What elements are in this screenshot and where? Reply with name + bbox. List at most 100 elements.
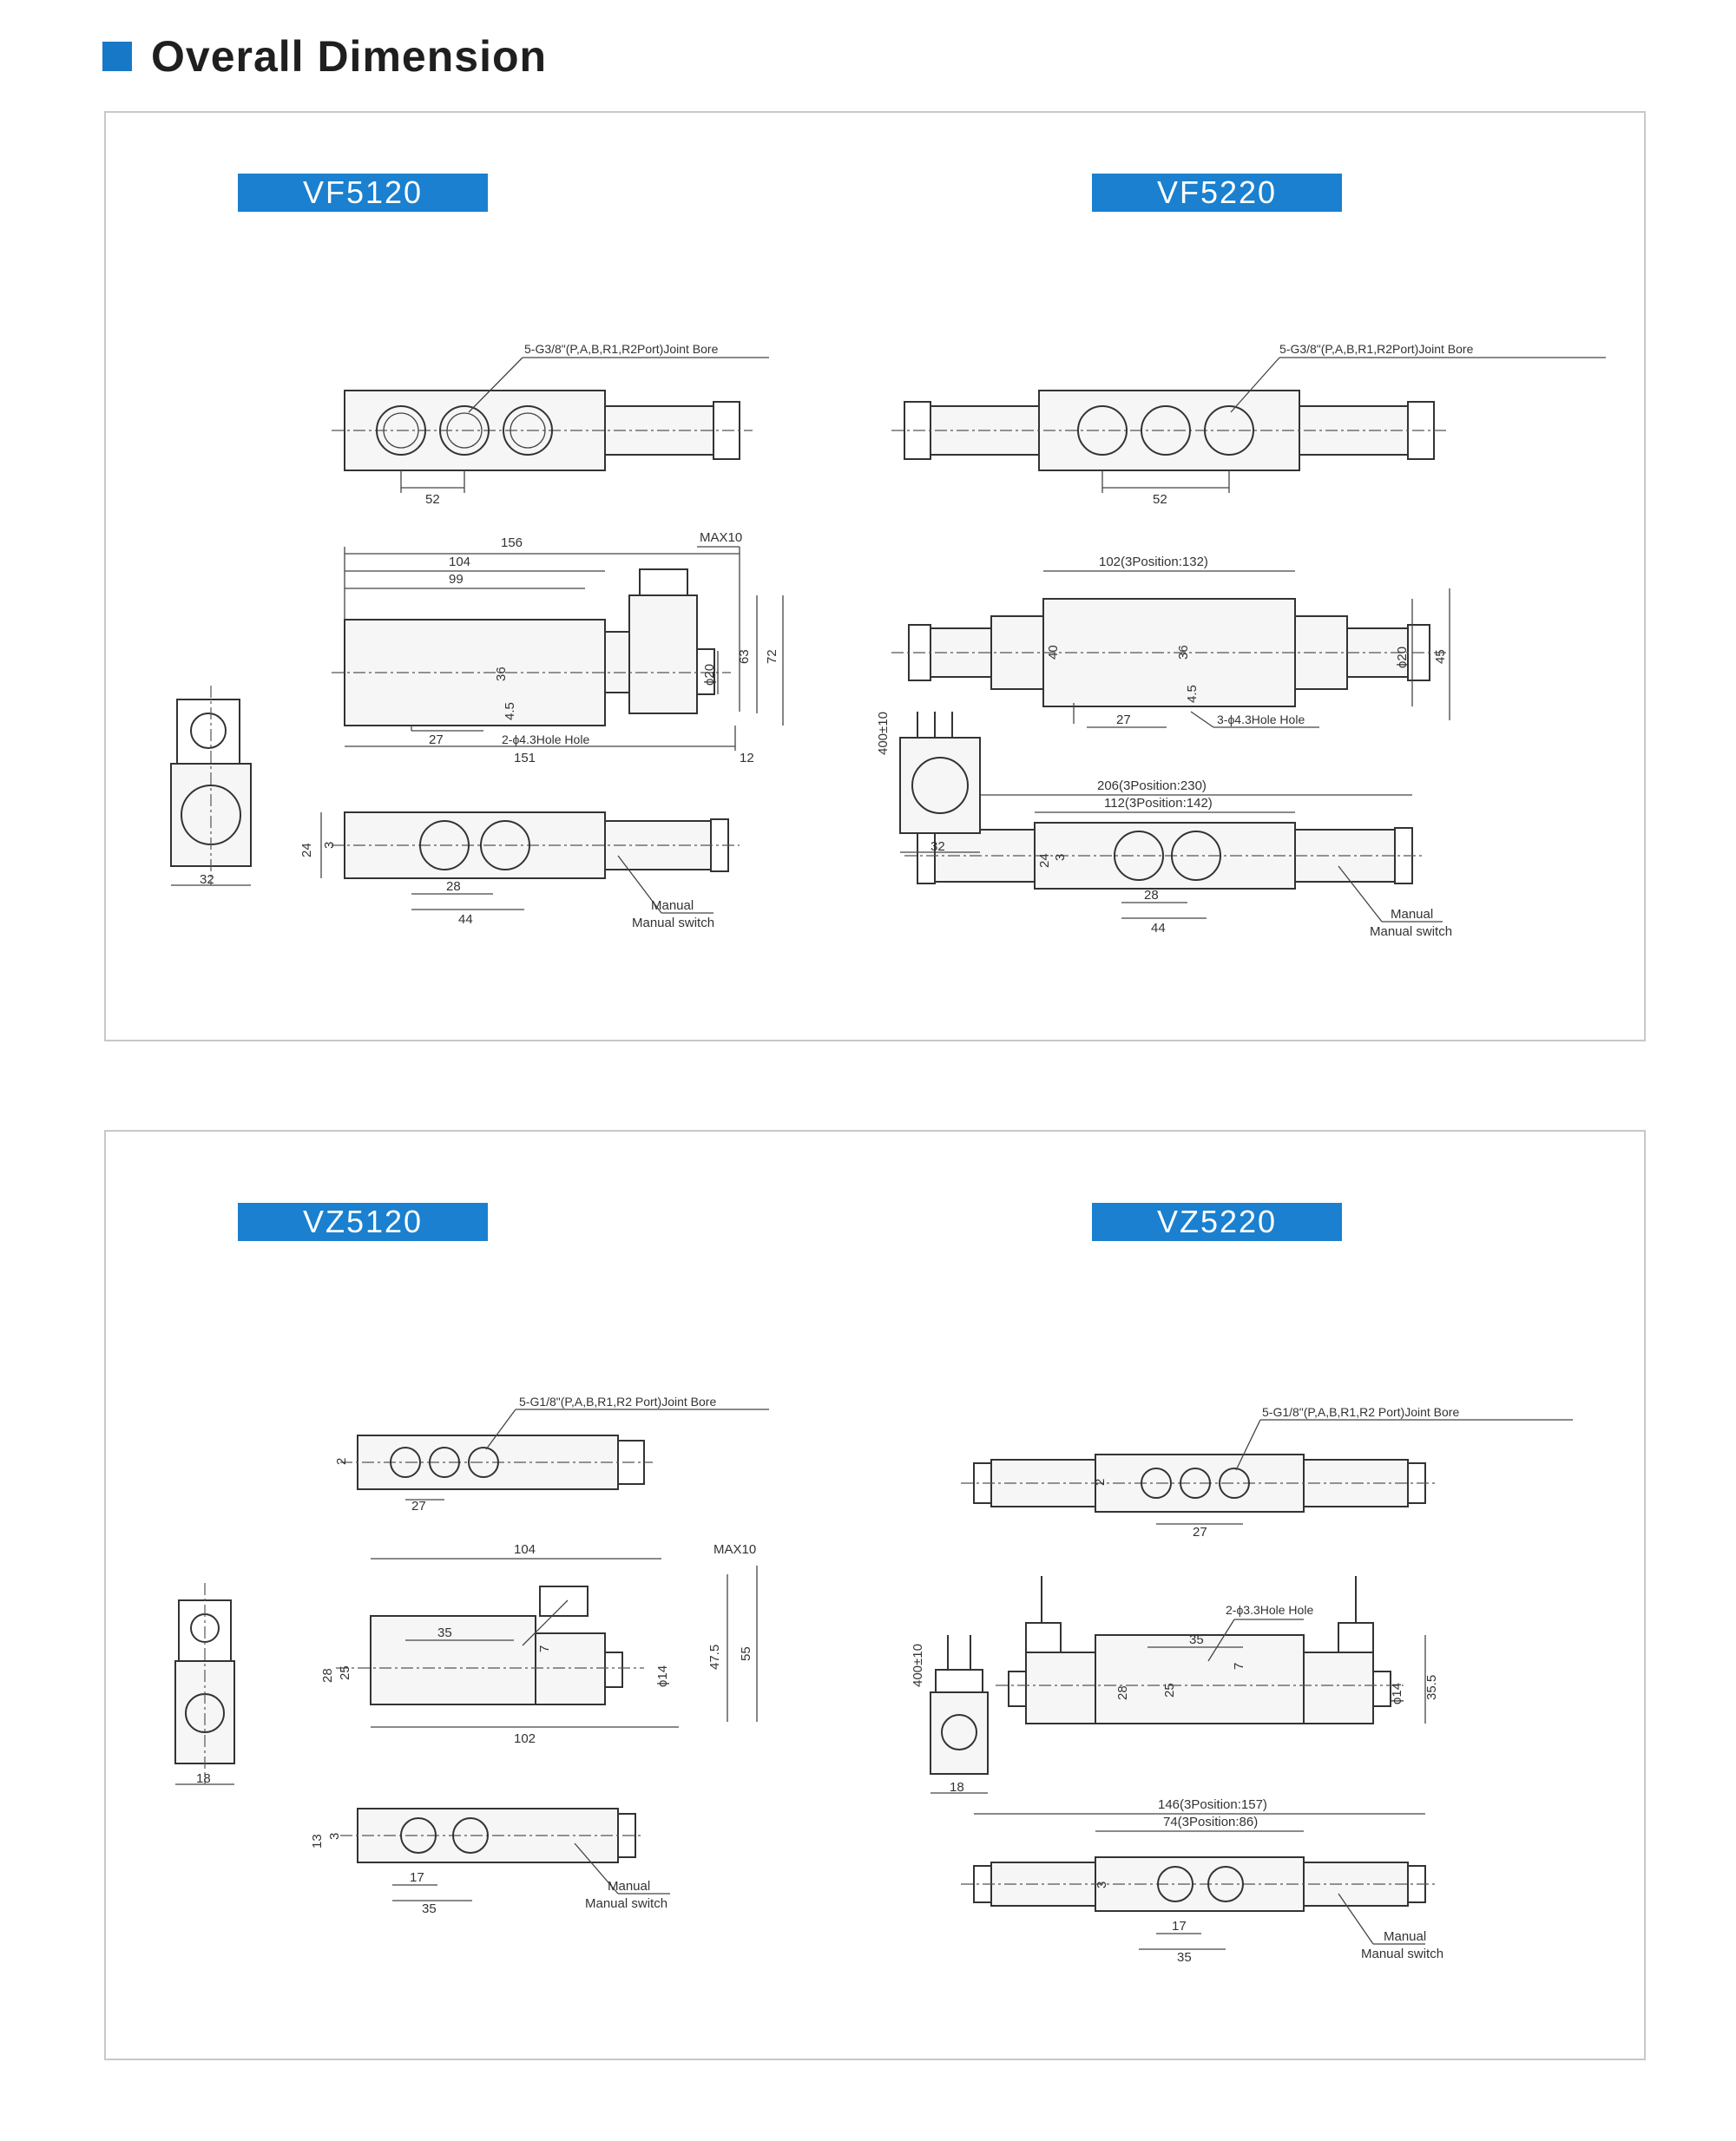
dimension-label: 400±10: [876, 712, 891, 755]
dimension-label: 72: [765, 649, 779, 664]
dimension-label: ϕ14: [1390, 1683, 1404, 1704]
panel-vz-series: VZ5120 VZ5220 5-G1/8"(P,A,B,R1,R2 Port)J…: [104, 1130, 1646, 2060]
dimension-label: 112(3Position:142): [1104, 796, 1213, 811]
dimension-label: 4.5: [1185, 685, 1200, 703]
dimension-label: 28: [1115, 1685, 1130, 1700]
model-badge-vf5220: VF5220: [1092, 174, 1342, 212]
dimension-label: Manual switch: [1370, 924, 1452, 939]
dimension-label: 36: [494, 667, 509, 681]
vz5120-side-view: 18: [174, 1583, 235, 1786]
dimension-label: 24: [1037, 853, 1052, 868]
dimension-label: Manual: [1384, 1929, 1426, 1944]
dimension-label: 5-G1/8"(P,A,B,R1,R2 Port)Joint Bore: [1262, 1405, 1459, 1419]
dimension-label: 2: [334, 1458, 349, 1465]
dimension-label: 52: [1153, 492, 1167, 507]
vz5120-front-view: 104 MAX10 35 7 28 25 ϕ14 47.5 55 102: [320, 1542, 758, 1746]
dimension-label: Manual switch: [1361, 1947, 1443, 1961]
dimension-label: Manual: [1391, 907, 1433, 922]
dimension-label: 18: [950, 1780, 964, 1795]
vf5120-top-view: 5-G3/8"(P,A,B,R1,R2Port)Joint Bore 52: [332, 342, 769, 507]
dimension-label: 27: [429, 732, 444, 747]
dimension-label: 45: [1433, 649, 1448, 664]
dimension-label: 2-ϕ4.3Hole Hole: [502, 732, 589, 746]
dimension-label: 28: [320, 1668, 335, 1683]
dimension-label: 3: [327, 1833, 342, 1840]
vf5220-top-view: 5-G3/8"(P,A,B,R1,R2Port)Joint Bore 52: [891, 342, 1606, 507]
dimension-label: 7: [537, 1645, 552, 1652]
vf5220-front-view: 102(3Position:132) 40 36 4.5 ϕ20 45 27 3…: [891, 555, 1450, 728]
vf5120-drawing: 5-G3/8"(P,A,B,R1,R2Port)Joint Bore 52 15…: [170, 342, 784, 930]
dimension-label: 17: [410, 1870, 424, 1885]
dimension-label: 102: [514, 1731, 536, 1746]
vz5120-top-view: 5-G1/8"(P,A,B,R1,R2 Port)Joint Bore 2 27: [334, 1395, 769, 1514]
dimension-label: 32: [200, 872, 214, 887]
dimension-label: 27: [1193, 1525, 1207, 1540]
dimension-label: 28: [446, 879, 461, 894]
vz5220-drawing: 5-G1/8"(P,A,B,R1,R2 Port)Joint Bore 2 27…: [911, 1405, 1573, 1965]
model-badge-vz5220: VZ5220: [1092, 1203, 1342, 1241]
dimension-label: 40: [1046, 645, 1061, 660]
panel-vf-series: VF5120 VF5220 5-G3/8"(P,A,B,R1,R2Port)Jo…: [104, 111, 1646, 1041]
dimension-label: 18: [196, 1771, 211, 1786]
dimension-label: 156: [501, 535, 523, 550]
dimension-label: 47.5: [707, 1645, 722, 1670]
vz5120-drawing: 5-G1/8"(P,A,B,R1,R2 Port)Joint Bore 2 27…: [174, 1395, 769, 1916]
vf5220-drawing: 5-G3/8"(P,A,B,R1,R2Port)Joint Bore 52 10…: [876, 342, 1606, 939]
heading-square-icon: [102, 42, 132, 71]
dimension-label: 55: [739, 1646, 753, 1661]
dimension-label: 151: [514, 751, 536, 765]
dimension-label: Manual switch: [632, 916, 714, 930]
dimension-label: 206(3Position:230): [1097, 778, 1207, 793]
dimension-label: 2: [1093, 1479, 1108, 1486]
dimension-label: 35: [1177, 1950, 1192, 1965]
dimension-label: 44: [1151, 921, 1166, 936]
section-title: Overall Dimension: [151, 32, 548, 81]
dimension-label: Manual: [608, 1879, 650, 1894]
vf5220-bottom-view: 206(3Position:230) 112(3Position:142) 24…: [904, 778, 1452, 939]
dimension-label: 32: [930, 839, 945, 854]
dimension-label: ϕ20: [1395, 647, 1410, 668]
vz5220-side-view: 400±10 18: [911, 1635, 989, 1795]
vz5220-bottom-view: 146(3Position:157) 74(3Position:86) 3 17…: [961, 1797, 1443, 1965]
dimension-label: 35.5: [1424, 1675, 1439, 1700]
dimension-label: 102(3Position:132): [1099, 555, 1208, 569]
vz5220-front-view: 2-ϕ3.3Hole Hole 35 7 28 25 ϕ14 35.5: [996, 1576, 1439, 1724]
dimension-label: 7: [1232, 1663, 1246, 1670]
dimension-label: 35: [1189, 1632, 1204, 1647]
vf5120-bottom-view: 24 3 28 44 Manual Manual switch: [299, 811, 740, 930]
dimension-label: 27: [411, 1499, 426, 1514]
vf5120-side-view: 32: [170, 686, 252, 887]
dimension-label: 63: [737, 649, 752, 664]
dimension-label: 27: [1116, 713, 1131, 727]
dimension-label: 5-G3/8"(P,A,B,R1,R2Port)Joint Bore: [1279, 342, 1474, 356]
dimension-label: 146(3Position:157): [1158, 1797, 1267, 1812]
dimension-label: 24: [299, 843, 314, 857]
dimension-label: 99: [449, 572, 464, 587]
dimension-label: 35: [437, 1625, 452, 1640]
dimension-label: MAX10: [713, 1542, 756, 1557]
dimension-label: 3-ϕ4.3Hole Hole: [1217, 713, 1305, 726]
dimension-label: 104: [449, 555, 470, 569]
dimension-label: 74(3Position:86): [1163, 1815, 1258, 1829]
dimension-label: 3: [322, 842, 337, 849]
section-heading: Overall Dimension: [102, 26, 547, 87]
vf5120-front-view: 156 MAX10 104 99 27 2-ϕ4.3Hole Hole 151 …: [332, 530, 784, 765]
vz5220-top-view: 5-G1/8"(P,A,B,R1,R2 Port)Joint Bore 2 27: [961, 1405, 1573, 1540]
dimension-label: Manual: [651, 898, 694, 913]
dimension-label: ϕ20: [702, 664, 717, 686]
dimension-label: 25: [338, 1665, 352, 1680]
dimension-label: 12: [740, 751, 754, 765]
dimension-label: 28: [1144, 888, 1159, 903]
dimension-label: 400±10: [911, 1644, 925, 1687]
vf5220-side-view: 400±10 32: [876, 712, 981, 854]
dimension-label: 3: [1095, 1882, 1109, 1888]
dimension-label: 36: [1176, 645, 1191, 660]
vz5120-bottom-view: 13 3 17 35 Manual Manual switch: [310, 1808, 670, 1916]
dimension-label: 4.5: [503, 702, 517, 720]
dimension-label: 44: [458, 912, 473, 927]
model-badge-vz5120: VZ5120: [238, 1203, 488, 1241]
model-badge-vf5120: VF5120: [238, 174, 488, 212]
vf5120-port-note: 5-G3/8"(P,A,B,R1,R2Port)Joint Bore: [524, 342, 719, 356]
dimension-label: 5-G1/8"(P,A,B,R1,R2 Port)Joint Bore: [519, 1395, 716, 1409]
dimension-label: ϕ14: [655, 1665, 670, 1687]
